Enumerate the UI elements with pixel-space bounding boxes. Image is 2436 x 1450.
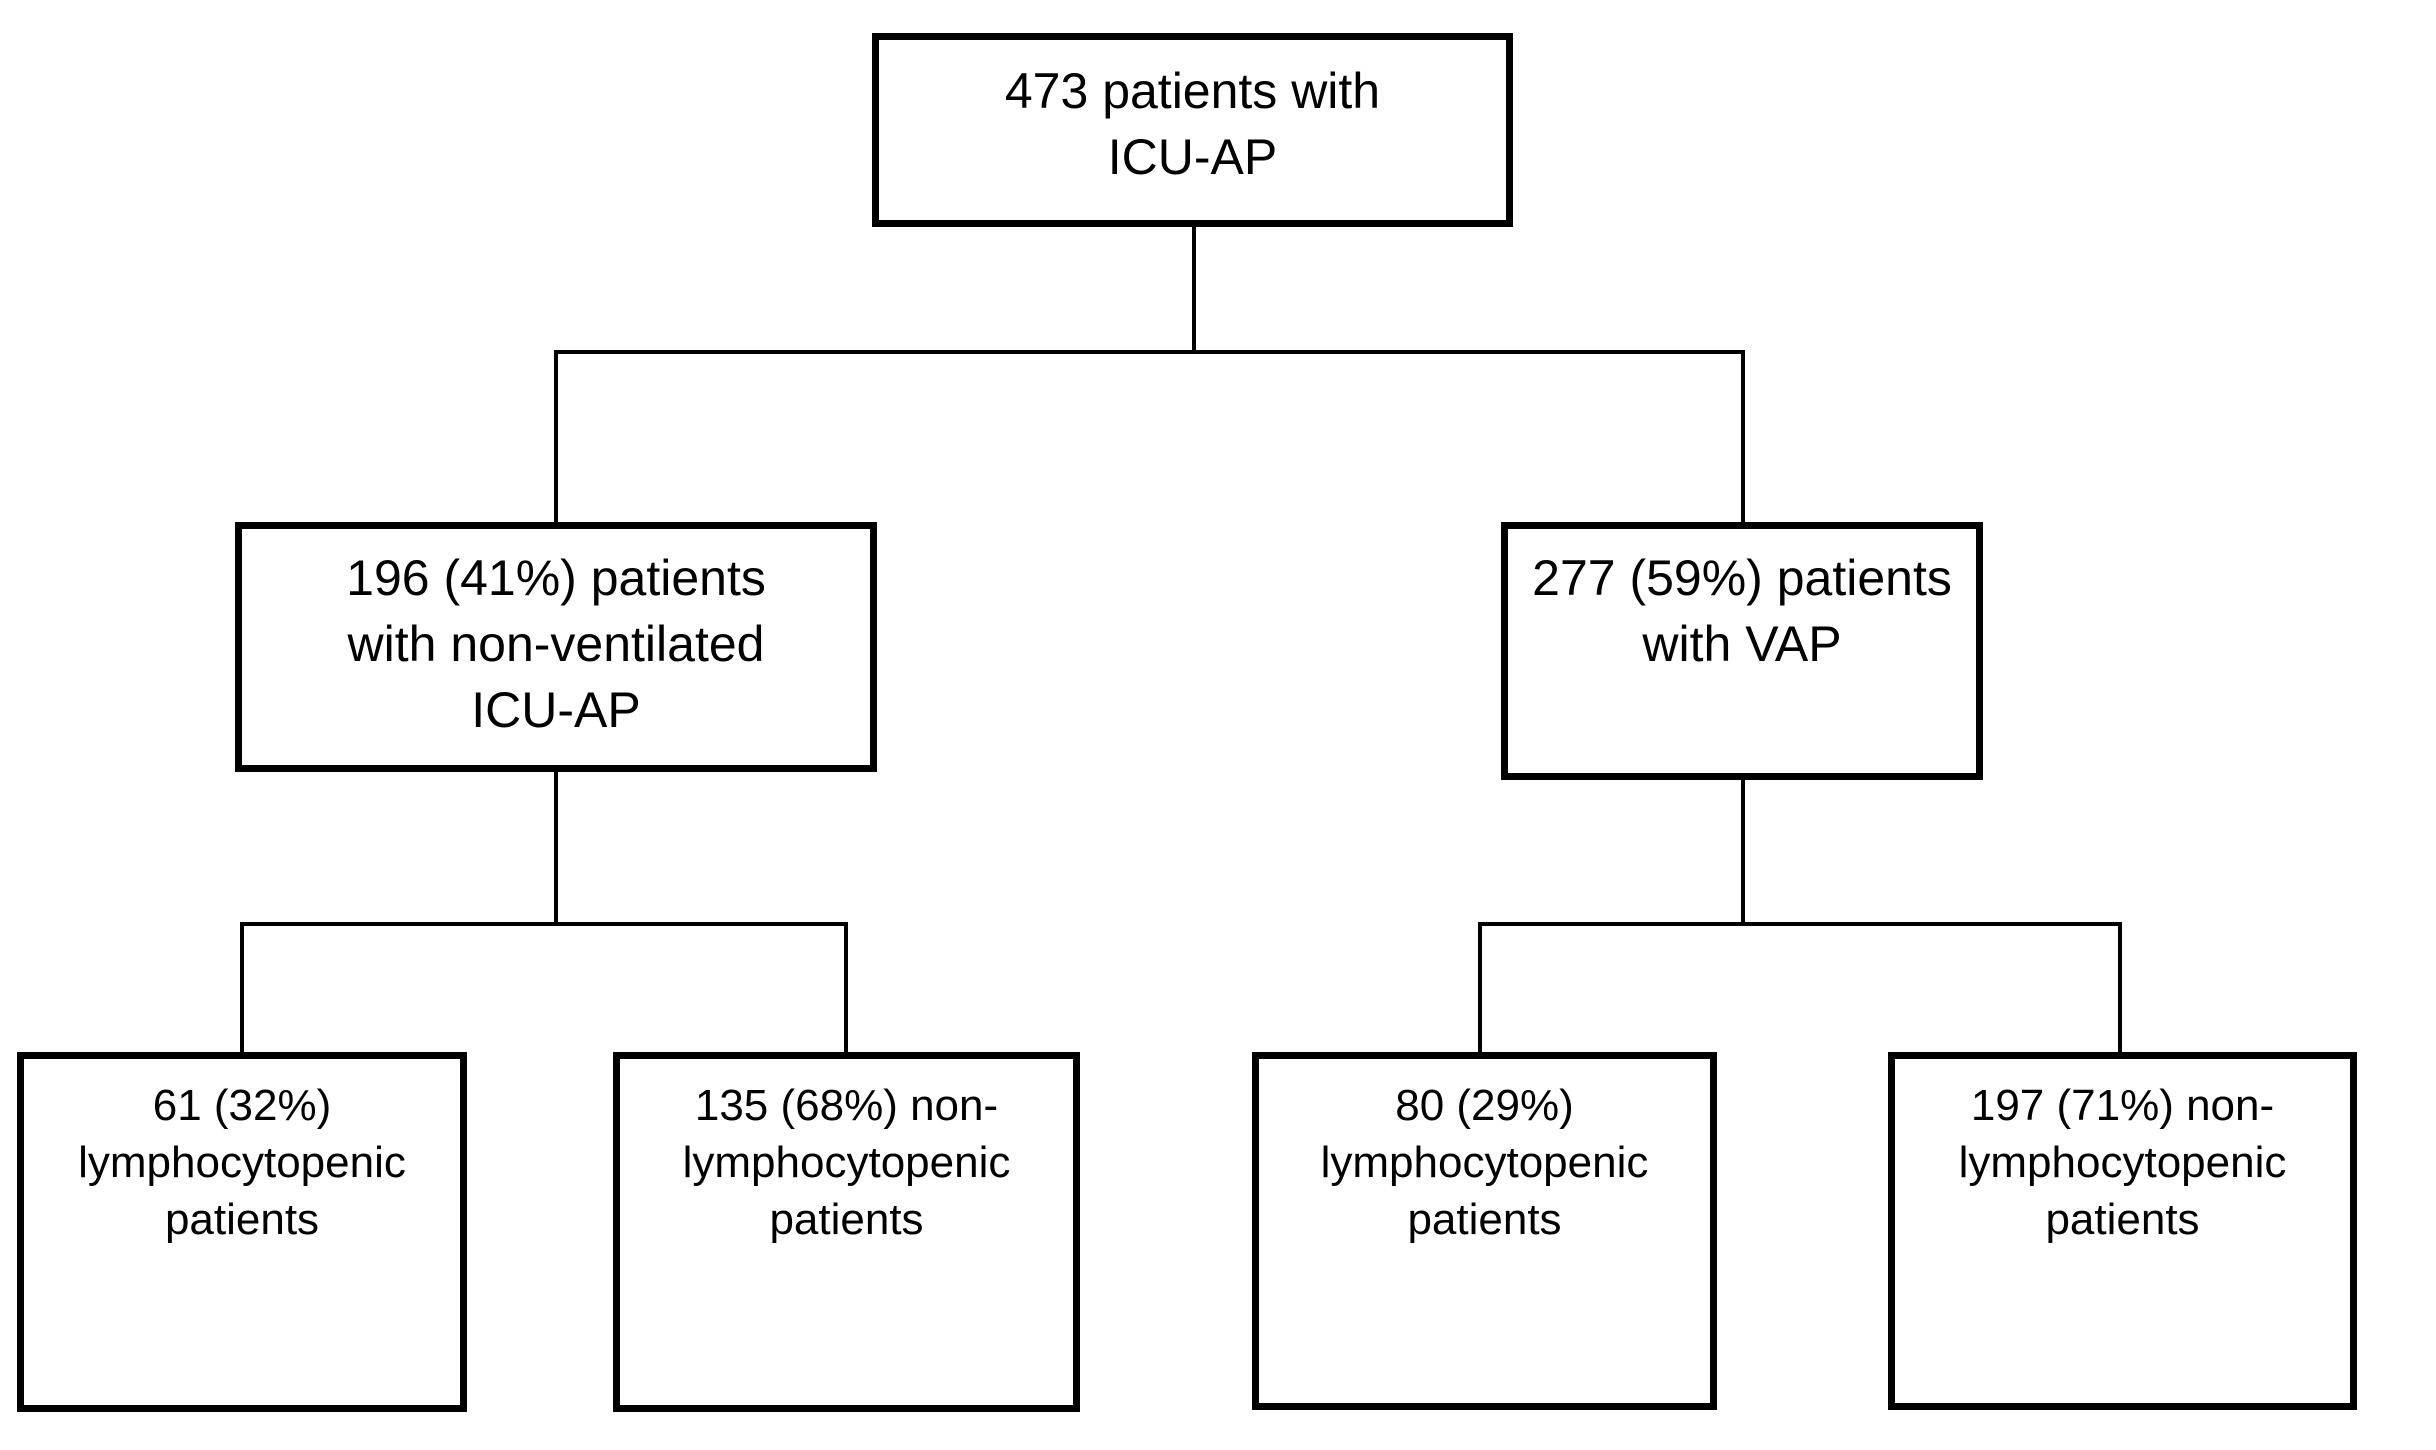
connector-level2-right-bus [1478, 922, 2122, 926]
node-vap-lymphocytopenic-line-3: patients [1407, 1195, 1562, 1245]
node-nv-lymphocytopenic-line-2: lymphocytopenic [78, 1138, 406, 1188]
node-nv-non-lymphocytopenic-line-1: 135 (68%) non- [694, 1081, 999, 1130]
node-nv-non-lymphocytopenic-text: 135 (68%) non- lymphocytopenic patients [620, 1059, 1073, 1249]
node-non-ventilated-icu-ap[interactable]: 196 (41%) patients with non-ventilated I… [235, 522, 877, 772]
connector-vap-stem [1741, 780, 1745, 924]
node-vap-line-2: with VAP [1642, 616, 1842, 672]
node-non-ventilated-line-3: ICU-AP [471, 682, 641, 738]
node-nv-lymphocytopenic[interactable]: 61 (32%) lymphocytopenic patients [17, 1052, 467, 1412]
node-vap-non-lymphocytopenic-line-1: 197 (71%) non- [1970, 1081, 2275, 1130]
node-vap-text: 277 (59%) patients with VAP [1508, 529, 1976, 677]
node-vap-lymphocytopenic-line-1: 80 (29%) [1395, 1081, 1574, 1130]
node-root-line-2: ICU-AP [1107, 129, 1278, 185]
node-non-ventilated-line-1: 196 (41%) patients [346, 550, 766, 606]
connector-to-vap-non-lympho [2118, 922, 2122, 1054]
connector-level2-left-bus [240, 922, 848, 926]
node-vap-line-1: 277 (59%) patients [1532, 550, 1952, 606]
node-nv-lymphocytopenic-text: 61 (32%) lymphocytopenic patients [24, 1059, 460, 1249]
node-root-text: 473 patients with ICU-AP [879, 40, 1506, 190]
node-vap-non-lymphocytopenic-line-2: lymphocytopenic [1958, 1138, 2287, 1188]
node-nv-non-lymphocytopenic-line-3: patients [769, 1195, 924, 1245]
node-vap-non-lymphocytopenic-text: 197 (71%) non- lymphocytopenic patients [1895, 1059, 2350, 1249]
connector-to-vap [1741, 350, 1745, 524]
connector-root-stem [1192, 227, 1196, 354]
connector-to-nv-non-lympho [844, 922, 848, 1054]
node-root-line-1: 473 patients with [1004, 63, 1381, 119]
node-non-ventilated-text: 196 (41%) patients with non-ventilated I… [242, 529, 870, 743]
node-vap-non-lymphocytopenic[interactable]: 197 (71%) non- lymphocytopenic patients [1888, 1052, 2357, 1410]
connector-non-ventilated-stem [554, 772, 558, 924]
node-non-ventilated-line-2: with non-ventilated [347, 616, 765, 672]
connector-level1-bus [554, 350, 1745, 354]
node-nv-non-lymphocytopenic[interactable]: 135 (68%) non- lymphocytopenic patients [613, 1052, 1080, 1412]
node-vap-lymphocytopenic-line-2: lymphocytopenic [1320, 1138, 1649, 1188]
node-nv-lymphocytopenic-line-3: patients [164, 1195, 320, 1245]
connector-to-non-ventilated [554, 350, 558, 524]
node-root-cohort[interactable]: 473 patients with ICU-AP [872, 33, 1513, 227]
connector-to-nv-lympho [240, 922, 244, 1054]
node-vap-lymphocytopenic[interactable]: 80 (29%) lymphocytopenic patients [1252, 1052, 1717, 1410]
node-vap-lymphocytopenic-text: 80 (29%) lymphocytopenic patients [1259, 1059, 1710, 1249]
node-vap-non-lymphocytopenic-line-3: patients [2045, 1195, 2200, 1245]
node-nv-non-lymphocytopenic-line-2: lymphocytopenic [682, 1138, 1011, 1188]
node-vap[interactable]: 277 (59%) patients with VAP [1501, 522, 1983, 780]
node-nv-lymphocytopenic-line-1: 61 (32%) [152, 1081, 332, 1130]
connector-to-vap-lympho [1478, 922, 1482, 1054]
